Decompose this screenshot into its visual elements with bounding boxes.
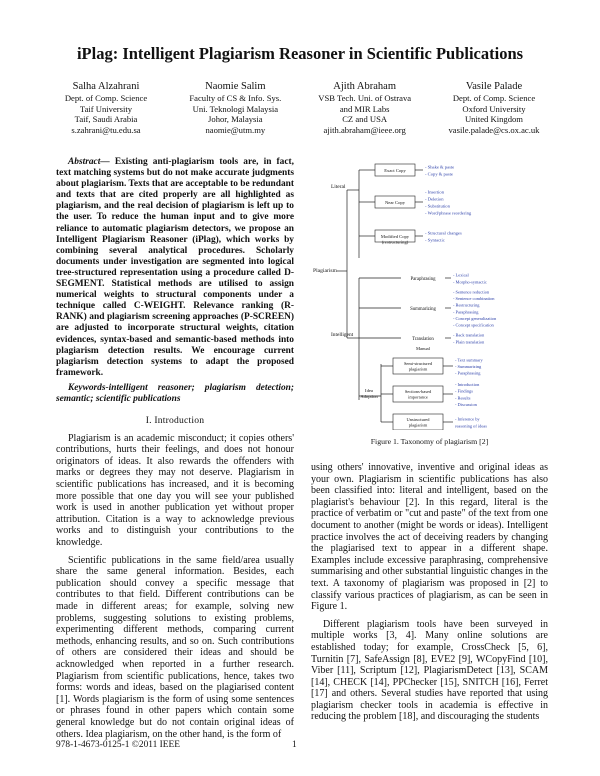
author-affiliation: Faculty of CS & Info. Sys.: [189, 93, 282, 103]
taxonomy-leaf-label: - Summarizing: [455, 364, 482, 369]
taxonomy-node-label: plagiarism: [409, 366, 428, 371]
author-affiliation: Dept. of Comp. Science: [452, 93, 536, 103]
author-block: Salha Alzahrani Dept. of Comp. Science T…: [42, 80, 170, 135]
abstract: Abstract— Existing anti-plagiarism tools…: [56, 157, 294, 379]
taxonomy-node-label: Adoption: [360, 394, 378, 399]
author-block: Vasile Palade Dept. of Comp. Science Oxf…: [430, 80, 558, 135]
taxonomy-leaf-label: - Morpho-syntactic: [453, 279, 487, 284]
taxonomy-node-label: Unstructured: [407, 417, 431, 422]
taxonomy-leaf-label: - Word/phrase reordering: [425, 211, 472, 216]
taxonomy-node-label: Semi-structured: [404, 361, 433, 366]
copyright-footer: 978-1-4673-0125-1 ©2011 IEEE: [56, 740, 180, 750]
paper-title: iPlag: Intelligent Plagiarism Reasoner i…: [76, 44, 524, 63]
taxonomy-node-label: (restructuring): [382, 240, 409, 245]
taxonomy-branch-label: Intelligent: [331, 332, 354, 338]
body-paragraph: Plagiarism is an academic misconduct; it…: [56, 432, 294, 548]
body-paragraph: Scientific publications in the same fiel…: [56, 554, 294, 740]
abstract-lead: Abstract: [68, 157, 101, 167]
taxonomy-leaf-label: - Findings: [455, 389, 473, 394]
taxonomy-leaf-label: - Paraphrasing: [453, 309, 479, 314]
taxonomy-leaf-label: - Lexical: [453, 273, 470, 278]
author-affiliation: Taif, Saudi Arabia: [74, 114, 138, 124]
right-column: using others' innovative, inventive and …: [311, 462, 548, 729]
author-email: s.zahrani@tu.edu.sa: [71, 124, 141, 135]
body-paragraph: using others' innovative, inventive and …: [311, 462, 548, 613]
taxonomy-node-label: Modified Copy: [381, 234, 410, 239]
page-number: 1: [292, 740, 297, 750]
author-affiliation: CZ and USA: [342, 114, 388, 124]
author-affiliation: Taif University: [79, 103, 133, 114]
author-affiliation: Uni. Teknologi Malaysia: [192, 103, 279, 114]
author-email: vasile.palade@cs.ox.ac.uk: [448, 124, 540, 135]
taxonomy-leaf-label: - Sentence combination: [453, 296, 495, 301]
author-affiliation: Johor, Malaysia: [208, 114, 263, 124]
taxonomy-node-label: importance: [408, 394, 428, 399]
taxonomy-node-label: Exact Copy: [384, 168, 406, 173]
taxonomy-leaf-label: - Insertion: [425, 190, 445, 195]
author-name: Salha Alzahrani: [72, 81, 140, 92]
taxonomy-node-label: Idea: [365, 388, 373, 393]
author-name: Vasile Palade: [465, 81, 523, 92]
author-affiliation: and MIR Labs: [339, 103, 390, 114]
author-name: Ajith Abraham: [333, 81, 396, 92]
taxonomy-node-label: plagiarism: [409, 422, 428, 427]
taxonomy-leaf-label: - Copy & paste: [425, 172, 453, 177]
taxonomy-leaf-label: - Introduction: [455, 382, 480, 387]
taxonomy-leaf-label: - Inference by: [455, 417, 480, 422]
taxonomy-leaf-label: - Concept generalization: [453, 316, 497, 321]
taxonomy-leaf-label: - Plain translation: [453, 339, 485, 344]
body-paragraph: Different plagiarism tools have been sur…: [311, 618, 548, 723]
author-affiliation: United Kingdom: [464, 114, 523, 124]
author-affiliation: Dept. of Comp. Science: [64, 93, 148, 103]
taxonomy-node-label: Sections-based: [405, 389, 432, 394]
taxonomy-node-label: Summarizing: [410, 307, 436, 312]
taxonomy-root-label: Plagiarism: [313, 268, 338, 274]
taxonomy-leaf-label: - Concept specification: [453, 323, 495, 328]
taxonomy-node-label: Manual: [416, 346, 431, 351]
taxonomy-node-label: Near Copy: [385, 200, 406, 205]
taxonomy-figure: Plagiarism Literal Exact Copy - Shake & pas…: [311, 160, 548, 431]
taxonomy-leaf-label: - Shake & paste: [425, 165, 454, 170]
left-column: Abstract— Existing anti-plagiarism tools…: [56, 157, 294, 746]
taxonomy-diagram: Plagiarism Literal Exact Copy - Shake & pas…: [313, 163, 497, 431]
taxonomy-leaf-label: - Back translation: [453, 333, 485, 338]
section-heading: I. Introduction: [145, 415, 205, 427]
author-affiliation: Oxford University: [462, 103, 526, 114]
taxonomy-leaf-label: - Paraphrasing: [455, 371, 481, 376]
taxonomy-leaf-label: - Structural changes: [425, 231, 462, 236]
taxonomy-node-label: Translation: [412, 337, 434, 342]
author-block: Ajith Abraham VSB Tech. Uni. of Ostrava …: [301, 80, 429, 135]
taxonomy-leaf-label: - Restructuring: [453, 303, 480, 308]
author-email: ajith.abraham@ieee.org: [323, 124, 406, 135]
author-affiliation: VSB Tech. Uni. of Ostrava: [318, 93, 412, 103]
taxonomy-node-label: Paraphrasing: [410, 277, 436, 282]
abstract-text: — Existing anti-plagiarism tools are, in…: [56, 157, 294, 378]
taxonomy-leaf-label: reasoning of ideas: [455, 423, 487, 428]
author-name: Naomie Salim: [205, 81, 266, 92]
author-list: Salha Alzahrani Dept. of Comp. Science T…: [42, 80, 558, 135]
keywords: Keywords-intelligent reasoner; plagiaris…: [56, 382, 294, 404]
taxonomy-leaf-label: - Text summary: [455, 357, 483, 362]
taxonomy-leaf-label: - Results: [455, 395, 471, 400]
author-email: naomie@utm.my: [205, 124, 266, 135]
taxonomy-branch-label: Literal: [331, 184, 346, 190]
taxonomy-leaf-label: - Discussion: [455, 402, 478, 407]
taxonomy-leaf-label: - Substitution: [425, 204, 451, 209]
figure-caption: Figure 1. Taxonomy of plagiarism [2]: [370, 437, 489, 446]
author-block: Naomie Salim Faculty of CS & Info. Sys. …: [171, 80, 299, 135]
taxonomy-leaf-label: - Syntactic: [425, 238, 445, 243]
taxonomy-leaf-label: - Deletion: [425, 197, 444, 202]
taxonomy-leaf-label: - Sentence reduction: [453, 290, 490, 295]
